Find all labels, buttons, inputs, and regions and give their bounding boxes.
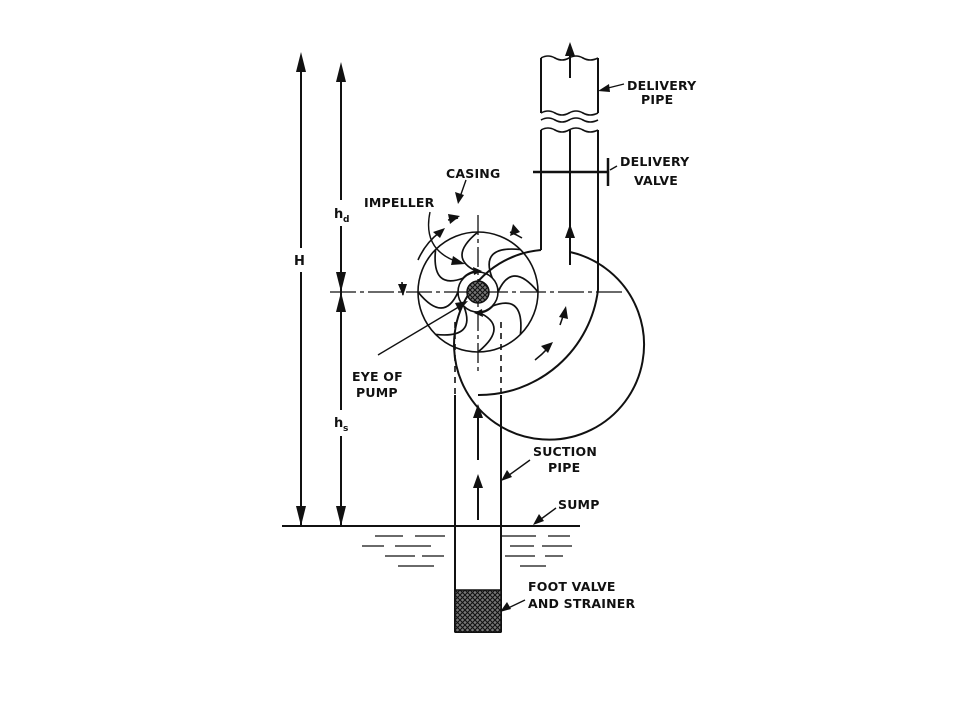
delivery-pipe-break <box>540 117 599 133</box>
delivery-flow-arrow <box>565 224 575 265</box>
volute-inner-curve <box>477 289 599 397</box>
suction-pipe-label-line2: PIPE <box>548 460 580 475</box>
pump-shaft <box>466 280 490 304</box>
delivery-head-dimension <box>330 62 356 292</box>
sump-label: SUMP <box>558 497 600 512</box>
delivery-pipe-label-line1: DELIVERY <box>627 78 697 93</box>
casing-flow-arrows <box>398 214 568 361</box>
suction-head-label: h <box>334 416 343 431</box>
delivery-valve-label-line1: DELIVERY <box>620 154 690 169</box>
upper-delivery-pipe <box>540 42 599 116</box>
delivery-valve <box>533 158 610 186</box>
total-head-label: H <box>294 254 305 269</box>
eye-of-pump-label-line1: EYE OF <box>352 369 403 384</box>
label-leaders <box>377 83 625 612</box>
suction-flow-arrows <box>473 404 483 520</box>
eye-of-pump-label-line2: PUMP <box>356 385 398 400</box>
total-head-dimension <box>290 52 312 526</box>
delivery-head-subscript: d <box>343 215 349 225</box>
suction-head-dimension <box>330 292 356 526</box>
foot-valve-strainer <box>454 589 502 633</box>
delivery-valve-label-line2: VALVE <box>634 173 678 188</box>
impeller-label: IMPELLER <box>364 195 435 210</box>
suction-pipe-label-line1: SUCTION <box>533 444 597 459</box>
foot-valve-label-line2: AND STRAINER <box>528 596 636 611</box>
delivery-pipe-label-line2: PIPE <box>641 92 673 107</box>
foot-valve-label-line1: FOOT VALVE <box>528 579 616 594</box>
sump-water <box>282 525 580 567</box>
eye-flow-arrows <box>462 267 494 317</box>
casing-label: CASING <box>446 166 500 181</box>
suction-head-subscript: s <box>343 424 348 434</box>
delivery-head-label: h <box>334 207 343 222</box>
